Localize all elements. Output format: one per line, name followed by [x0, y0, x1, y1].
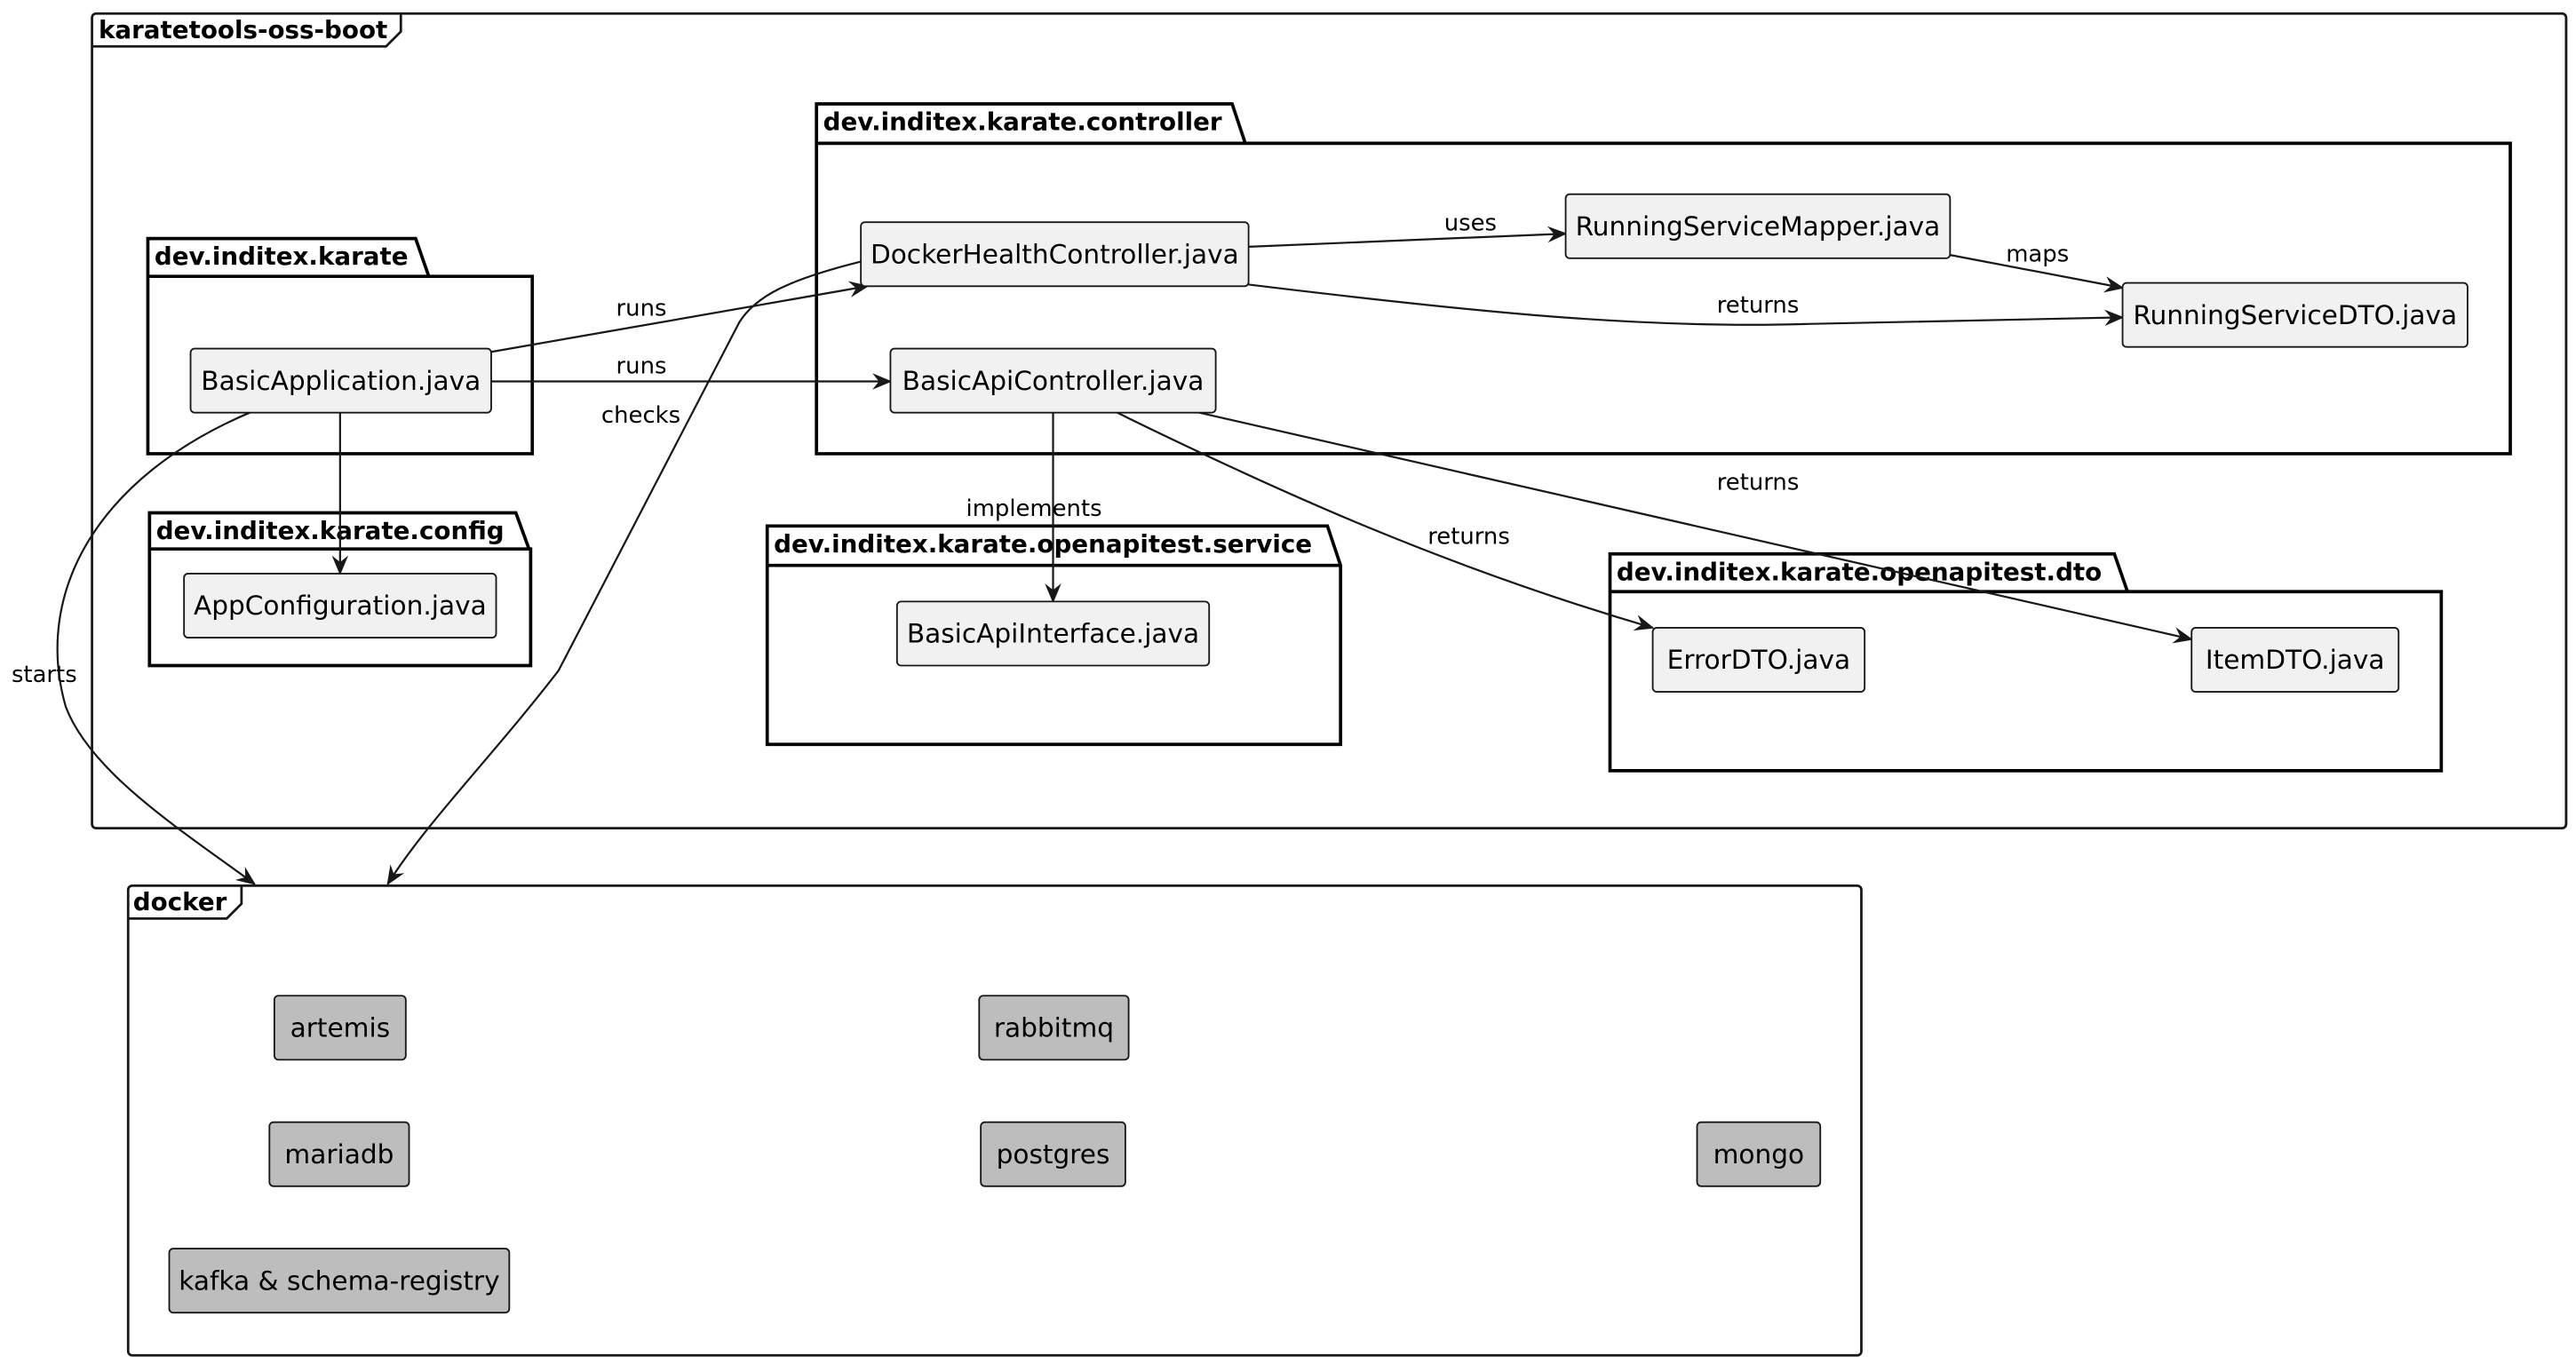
edge-label-starts: starts — [12, 662, 77, 688]
edge-label-implements: implements — [966, 496, 1102, 522]
node-label: ItemDTO.java — [2206, 645, 2385, 675]
node-running-service-dto[interactable]: RunningServiceDTO.java — [2121, 282, 2469, 348]
edge-starts — [56, 411, 257, 885]
node-basic-api-interface[interactable]: BasicApiInterface.java — [895, 600, 1211, 667]
node-label: RunningServiceDTO.java — [2133, 300, 2457, 330]
node-label: mongo — [1713, 1139, 1805, 1170]
edge-runs-health — [490, 281, 870, 353]
edge-label-returns-running: returns — [1717, 292, 1800, 319]
node-app-configuration[interactable]: AppConfiguration.java — [183, 573, 497, 638]
node-label: BasicApiController.java — [902, 366, 1205, 396]
edge-returns-error — [1117, 411, 1655, 631]
edge-returns-running — [1248, 283, 2125, 327]
edge-label-returns-item: returns — [1717, 470, 1800, 496]
node-label: artemis — [290, 1012, 391, 1043]
node-postgres[interactable]: postgres — [980, 1121, 1126, 1187]
edge-label-returns-error: returns — [1427, 524, 1510, 551]
edge-returns-item — [1198, 411, 2194, 644]
node-basic-api-controller[interactable]: BasicApiController.java — [889, 347, 1217, 414]
edge-uses — [1248, 226, 1568, 248]
node-mariadb[interactable]: mariadb — [268, 1121, 410, 1187]
edge-label-uses: uses — [1444, 210, 1497, 236]
node-basic-application[interactable]: BasicApplication.java — [189, 347, 492, 414]
node-rabbitmq[interactable]: rabbitmq — [978, 995, 1130, 1061]
edge-maps — [1950, 254, 2125, 293]
frame-docker: docker — [126, 884, 1863, 1357]
frame-title-docker: docker — [133, 887, 227, 916]
edge-label-runs-health: runs — [616, 296, 667, 322]
edge-label-runs-api: runs — [616, 353, 667, 379]
edge-labels: runs runs checks starts uses maps return… — [12, 210, 2069, 688]
node-label: rabbitmq — [994, 1012, 1114, 1043]
node-label: ErrorDTO.java — [1667, 645, 1850, 675]
edges — [56, 226, 2194, 886]
node-label: AppConfiguration.java — [194, 591, 487, 621]
package-title-config: dev.inditex.karate.config — [156, 516, 505, 545]
node-label: postgres — [997, 1139, 1110, 1170]
package-title-service: dev.inditex.karate.openapitest.service — [774, 529, 1312, 559]
node-kafka-schema-registry[interactable]: kafka & schema-registry — [168, 1248, 511, 1314]
node-label: DockerHealthController.java — [871, 239, 1239, 269]
node-label: BasicApiInterface.java — [907, 619, 1199, 649]
package-title-controller: dev.inditex.karate.controller — [823, 107, 1222, 137]
package-title-dto: dev.inditex.karate.openapitest.dto — [1617, 557, 2102, 586]
node-label: BasicApplication.java — [201, 366, 481, 396]
package-dev-inditex-karate-controller: dev.inditex.karate.controller — [815, 102, 2512, 456]
package-dev-inditex-karate-openapitest-dto: dev.inditex.karate.openapitest.dto — [1608, 551, 2444, 773]
node-label: RunningServiceMapper.java — [1576, 211, 1941, 242]
edge-checks — [386, 260, 862, 886]
node-artemis[interactable]: artemis — [273, 995, 407, 1061]
frame-karatetools-oss-boot: karatetools-oss-boot — [91, 12, 2568, 829]
edge-label-checks: checks — [601, 402, 680, 429]
node-label: kafka & schema-registry — [179, 1265, 499, 1296]
node-mongo[interactable]: mongo — [1696, 1121, 1822, 1187]
node-item-dto[interactable]: ItemDTO.java — [2190, 627, 2400, 694]
package-title-karate: dev.inditex.karate — [155, 242, 409, 271]
node-running-service-mapper[interactable]: RunningServiceMapper.java — [1564, 193, 1952, 259]
package-dev-inditex-karate: dev.inditex.karate — [146, 236, 535, 456]
node-label: mariadb — [284, 1139, 394, 1170]
node-error-dto[interactable]: ErrorDTO.java — [1651, 627, 1866, 694]
node-docker-health-controller[interactable]: DockerHealthController.java — [860, 221, 1250, 288]
edge-label-maps: maps — [2006, 242, 2069, 268]
package-dev-inditex-karate-config: dev.inditex.karate.config — [147, 511, 533, 668]
frame-title-boot: karatetools-oss-boot — [99, 15, 387, 44]
